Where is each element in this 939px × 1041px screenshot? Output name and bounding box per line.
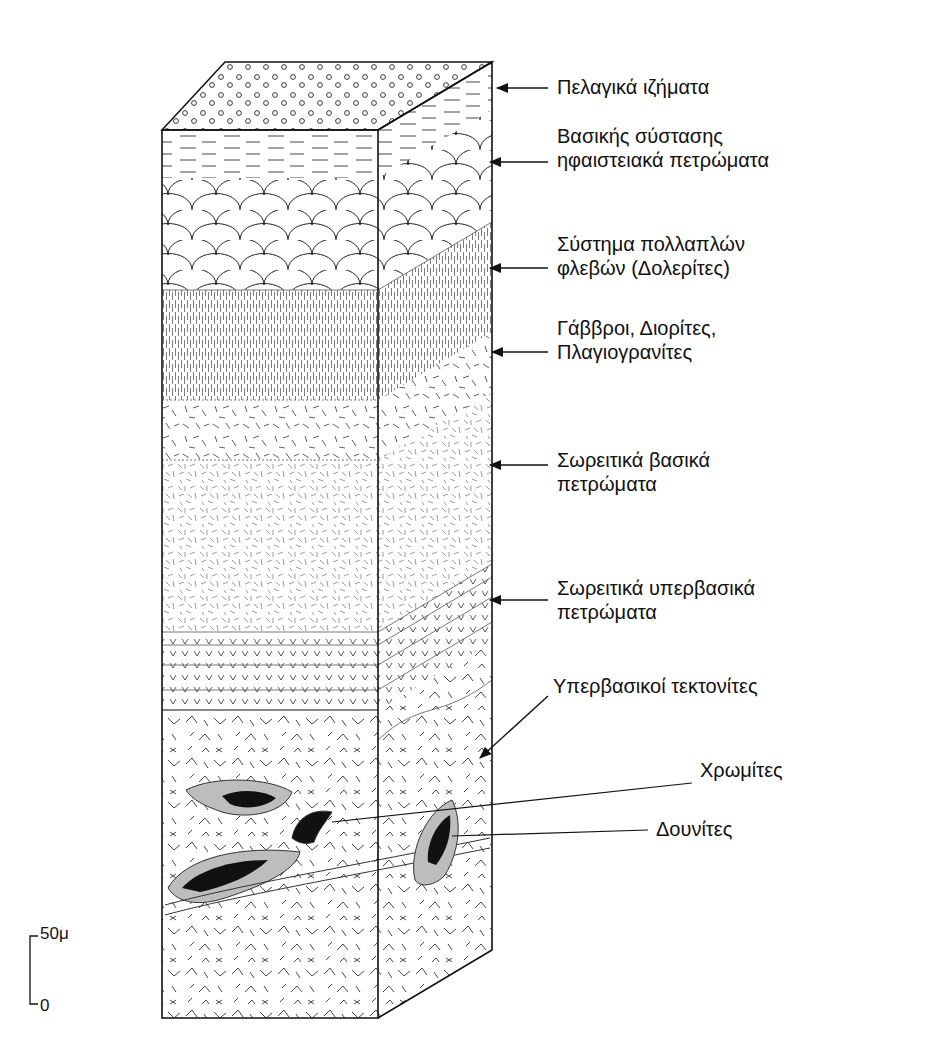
front-face bbox=[162, 130, 378, 1018]
layer-label: Γάββροι, Διορίτες, Πλαγιογρανίτες bbox=[557, 316, 779, 365]
layer-label: Σωρειτικά βασικά πετρώματα bbox=[557, 448, 747, 497]
layer-label: Σωρειτικά υπερβασικά πετρώματα bbox=[557, 576, 797, 625]
layer-label: Υπερβασικοί τεκτονίτες bbox=[553, 674, 758, 698]
pointer-arrows bbox=[480, 88, 548, 758]
layer-label: Πελαγικά ιζήματα bbox=[557, 75, 709, 99]
block-outline bbox=[162, 62, 492, 1018]
layer-label: Βασικής σύστασης ηφαιστειακά πετρώματα bbox=[557, 124, 819, 173]
scale-bar bbox=[30, 936, 38, 1004]
chromite-pods bbox=[165, 780, 490, 915]
pod-label: Δουνίτες bbox=[656, 817, 732, 841]
leader-lines bbox=[332, 783, 692, 836]
side-face bbox=[378, 62, 492, 1018]
layer-label: Σύστημα πολλαπλών φλεβών (Δολερίτες) bbox=[557, 232, 779, 281]
scale-label: 50μ bbox=[40, 924, 69, 945]
scale-label: 0 bbox=[40, 996, 49, 1017]
pod-label: Χρωμίτες bbox=[700, 758, 783, 782]
